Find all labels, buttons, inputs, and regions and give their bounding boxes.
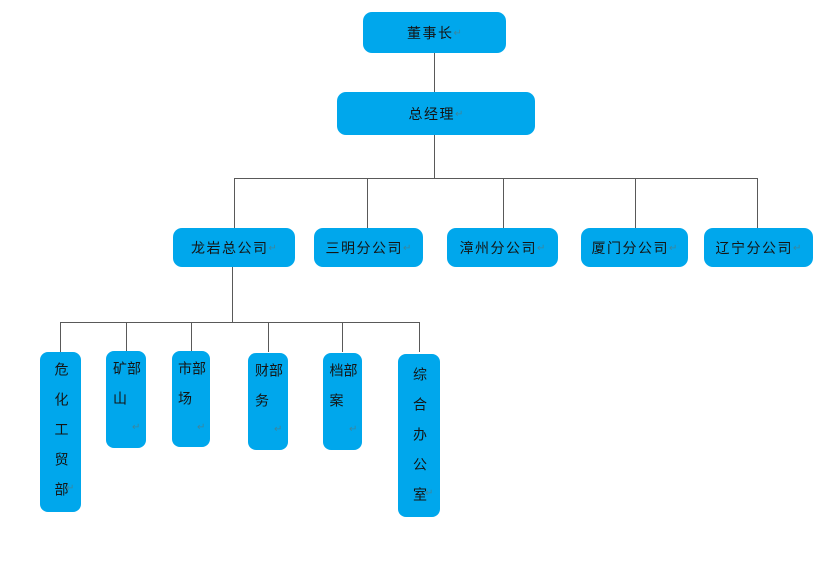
node-chairman[interactable]: 董事长↵	[363, 12, 506, 53]
node-market-dept[interactable]: 市场部 ↵	[172, 351, 210, 447]
paragraph-mark-icon: ↵	[537, 243, 546, 254]
node-general-office[interactable]: 综合办公室 ↵	[398, 354, 440, 517]
paragraph-mark-icon: ↵	[793, 243, 802, 254]
node-finance-dept-label: 财务部	[253, 363, 283, 423]
node-longyan-hq-label: 龙岩总公司	[191, 240, 269, 257]
paragraph-mark-icon: ↵	[403, 243, 412, 254]
paragraph-mark-icon: ↵	[453, 28, 462, 39]
connector-drop-market	[191, 322, 192, 352]
node-mining-dept-label: 矿山部	[111, 361, 141, 421]
node-archives-dept-label: 档案部	[327, 363, 358, 423]
connector-drop-finance	[268, 322, 269, 352]
node-sanming-branch-label: 三明分公司	[325, 240, 404, 257]
connector-drop-general-office	[419, 322, 420, 352]
node-longyan-hq[interactable]: 龙岩总公司↵	[173, 228, 295, 267]
node-finance-dept[interactable]: 财务部 ↵	[248, 353, 288, 450]
connector-drop-hazchem	[60, 322, 61, 352]
paragraph-mark-icon: ↵	[669, 243, 678, 254]
paragraph-mark-icon: ↵	[197, 422, 206, 433]
node-general-manager[interactable]: 总经理↵	[337, 92, 535, 135]
connector-level4-horizontal	[60, 322, 419, 323]
paragraph-mark-icon: ↵	[425, 488, 434, 499]
connector-drop-archives	[342, 322, 343, 352]
connector-gm-down	[434, 135, 435, 178]
paragraph-mark-icon: ↵	[268, 243, 277, 254]
node-market-dept-label: 市场部	[176, 361, 206, 421]
paragraph-mark-icon: ↵	[132, 422, 141, 433]
node-xiamen-branch-label: 厦门分公司	[591, 240, 670, 257]
connector-chairman-to-gm	[434, 53, 435, 92]
paragraph-mark-icon: ↵	[66, 483, 75, 494]
paragraph-mark-icon: ↵	[349, 424, 358, 435]
node-general-office-label: 综合办公室	[411, 367, 427, 517]
node-hazchem-trade-dept-label: 危化工贸部	[52, 362, 69, 512]
connector-drop-longyan	[234, 178, 235, 228]
connector-longyan-down	[232, 267, 233, 322]
connector-drop-sanming	[367, 178, 368, 228]
node-liaoning-branch-label: 辽宁分公司	[715, 240, 794, 257]
node-zhangzhou-branch[interactable]: 漳州分公司↵	[447, 228, 558, 267]
connector-drop-mining	[126, 322, 127, 352]
node-zhangzhou-branch-label: 漳州分公司	[459, 240, 538, 257]
connector-level3-horizontal	[234, 178, 758, 179]
node-hazchem-trade-dept[interactable]: 危化工贸部 ↵	[40, 352, 81, 512]
node-general-manager-label: 总经理	[408, 106, 456, 123]
connector-drop-liaoning	[757, 178, 758, 228]
node-xiamen-branch[interactable]: 厦门分公司↵	[581, 228, 688, 267]
node-mining-dept[interactable]: 矿山部 ↵	[106, 351, 146, 448]
node-archives-dept[interactable]: 档案部 ↵	[323, 353, 362, 450]
node-liaoning-branch[interactable]: 辽宁分公司↵	[704, 228, 813, 267]
paragraph-mark-icon: ↵	[274, 424, 283, 435]
connector-drop-xiamen	[635, 178, 636, 228]
connector-drop-zhangzhou	[503, 178, 504, 228]
node-sanming-branch[interactable]: 三明分公司↵	[314, 228, 423, 267]
paragraph-mark-icon: ↵	[455, 109, 464, 120]
node-chairman-label: 董事长	[407, 25, 454, 42]
